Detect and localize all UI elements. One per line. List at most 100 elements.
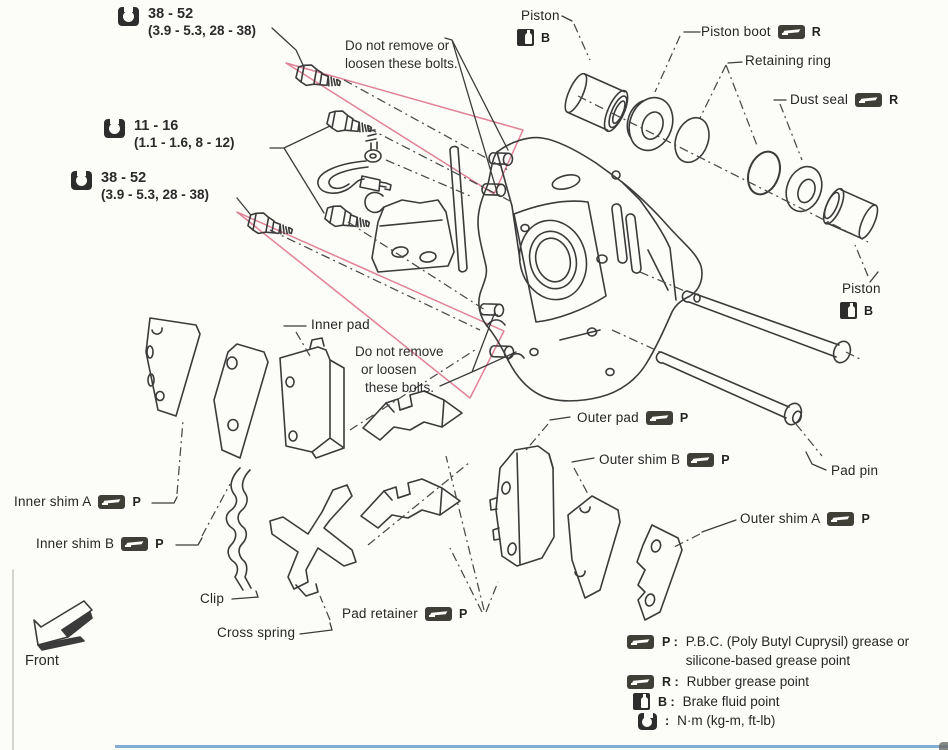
- label-piston-boot: Piston boot R: [701, 24, 821, 39]
- torque-spec-1: 38 - 52 (3.9 - 5.3, 28 - 38): [118, 6, 256, 40]
- grease-code: P: [679, 410, 689, 425]
- grease-code: P: [721, 452, 730, 467]
- label-piston-top-fluid: B: [517, 29, 550, 46]
- part-drawings: [12, 61, 879, 750]
- label-piston-right-fluid: B: [840, 302, 873, 319]
- legend-code-p: P :: [662, 635, 678, 649]
- inner-shim-b-part: [213, 343, 269, 459]
- torque-detail: (1.1 - 1.6, 8 - 12): [134, 135, 235, 151]
- label-front: Front: [25, 653, 59, 669]
- mounting-bolts: [245, 61, 375, 242]
- grease-icon: [98, 494, 126, 509]
- dash-leaders: [176, 23, 869, 621]
- hose-bracket: [364, 145, 468, 273]
- grease-code: P: [458, 606, 468, 621]
- warning-line: Do not remove or: [345, 38, 450, 53]
- legend-row-torque-unit: : N·m (kg-m, ft-lb): [638, 712, 775, 731]
- grease-icon: [627, 635, 654, 649]
- fluid-code: B: [541, 30, 551, 45]
- scan-artifact-line: [115, 745, 948, 748]
- grease-icon: [645, 410, 673, 425]
- label-text: Piston: [521, 8, 560, 23]
- torque-value: 11 - 16: [134, 118, 179, 134]
- torque-detail: (3.9 - 5.3, 28 - 38): [148, 23, 257, 39]
- piston-boot-part: [626, 96, 674, 152]
- grease-code: R: [811, 24, 821, 39]
- brake-fluid-icon: [517, 29, 534, 46]
- caliper-body: [477, 136, 703, 402]
- torque-icon: [118, 6, 139, 26]
- label-inner-shim-a: Inner shim A P: [14, 494, 141, 509]
- warning-middle: Do not remove or loosen these bolts.: [355, 343, 444, 398]
- label-text: Pad pin: [831, 463, 879, 478]
- warning-line: Do not remove: [355, 344, 444, 359]
- outer-pad-part: [489, 445, 555, 567]
- torque-value: 38 - 52: [148, 6, 194, 22]
- label-outer-shim-a: Outer shim A P: [740, 511, 870, 526]
- legend-text: P.B.C. (Poly Butyl Cuprysil) grease or: [685, 634, 910, 649]
- grease-icon: [777, 24, 805, 39]
- legend-text: N·m (kg-m, ft-lb): [677, 713, 776, 728]
- cross-spring-part: [269, 484, 357, 597]
- label-clip: Clip: [200, 591, 224, 606]
- clip-part: [225, 467, 252, 591]
- label-retaining-ring: Retaining ring: [745, 53, 831, 68]
- legend-row-brake-fluid: B : Brake fluid point: [633, 693, 779, 712]
- label-piston-right: Piston: [842, 281, 881, 296]
- label-inner-shim-b: Inner shim B P: [36, 536, 164, 551]
- outer-shim-a-part: [636, 524, 683, 621]
- grease-icon: [627, 675, 654, 689]
- legend-row-rubber: R : Rubber grease point: [627, 673, 809, 692]
- label-text: Retaining ring: [745, 53, 832, 68]
- torque-value: 38 - 52: [101, 170, 147, 186]
- inner-shim-a-part: [145, 317, 201, 417]
- warning-line: these bolts.: [365, 380, 435, 396]
- torque-spec-3: 38 - 52 (3.9 - 5.3, 28 - 38): [71, 170, 209, 204]
- legend-code-r: R :: [662, 675, 679, 689]
- legend-code-b: B :: [658, 695, 675, 709]
- legend-text: silicone-based grease point: [685, 652, 851, 668]
- scan-artifact-corner: [939, 742, 948, 750]
- legend-code-nm: :: [665, 714, 670, 728]
- grease-code: P: [155, 536, 164, 551]
- label-text: Inner pad: [311, 317, 370, 332]
- grease-icon: [121, 536, 149, 551]
- grease-icon: [855, 92, 883, 107]
- label-outer-shim-b: Outer shim B P: [599, 452, 730, 467]
- grease-code: R: [889, 92, 899, 107]
- grease-code: P: [861, 511, 870, 526]
- label-text: Outer shim A: [740, 511, 821, 526]
- label-text: Inner shim B: [36, 536, 115, 551]
- label-text: Outer shim B: [599, 452, 681, 467]
- grease-code: P: [132, 494, 141, 509]
- grease-icon: [424, 606, 452, 621]
- retaining-ring-part: [674, 116, 710, 164]
- legend-text: Brake fluid point: [682, 694, 780, 709]
- piston-right-part: [822, 187, 879, 240]
- fluid-code: B: [864, 303, 874, 318]
- grease-icon: [827, 511, 855, 526]
- label-text: Pad retainer: [342, 606, 418, 621]
- label-text: Cross spring: [217, 625, 296, 640]
- label-pad-pin: Pad pin: [831, 463, 878, 478]
- label-outer-pad: Outer pad P: [577, 410, 688, 425]
- front-arrow: [33, 600, 93, 651]
- brake-fluid-icon: [840, 302, 857, 319]
- label-text: Piston boot: [701, 24, 771, 39]
- label-text: Outer pad: [577, 410, 639, 425]
- label-cross-spring: Cross spring: [217, 625, 295, 640]
- grease-icon: [687, 452, 715, 467]
- warning-line: or loosen: [361, 362, 417, 378]
- label-text: Piston: [842, 281, 881, 296]
- label-pad-retainer: Pad retainer P: [342, 606, 468, 621]
- warning-line: loosen these bolts.: [345, 56, 458, 72]
- label-text: Dust seal: [790, 92, 849, 107]
- torque-spec-2: 11 - 16 (1.1 - 1.6, 8 - 12): [104, 118, 235, 152]
- legend-row-pbc: P : P.B.C. (Poly Butyl Cuprysil) grease …: [627, 633, 909, 671]
- legend-text: Rubber grease point: [686, 674, 810, 689]
- torque-icon: [104, 118, 125, 138]
- outer-shim-b-part: [567, 495, 621, 599]
- label-text: Clip: [200, 591, 225, 606]
